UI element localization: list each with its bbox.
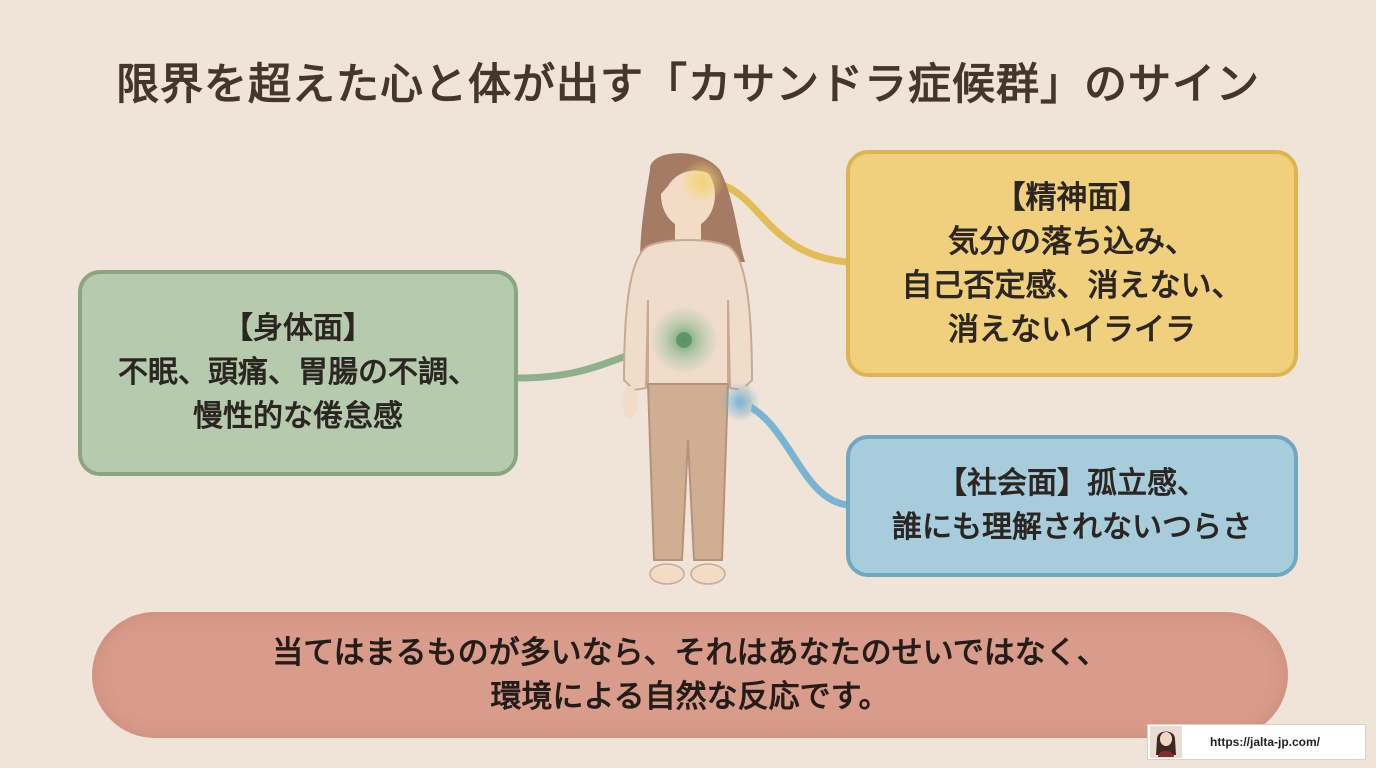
banner-line-1: 当てはまるものが多いなら、それはあなたのせいではなく、 bbox=[272, 635, 1108, 671]
physical-aspect-box: 【身体面】 不眠、頭痛、胃腸の不調、 慢性的な倦怠感 bbox=[78, 270, 518, 476]
mental-line-3: 消えないイライラ bbox=[948, 311, 1196, 348]
woman-avatar-icon bbox=[1150, 726, 1182, 758]
social-line-1: 【社会面】孤立感、 bbox=[937, 466, 1207, 501]
social-aspect-box: 【社会面】孤立感、 誰にも理解されないつらさ bbox=[846, 435, 1298, 577]
physical-line-2: 慢性的な倦怠感 bbox=[193, 399, 403, 434]
social-line-2: 誰にも理解されないつらさ bbox=[892, 510, 1252, 545]
banner-line-2: 環境による自然な反応です。 bbox=[490, 679, 890, 715]
mental-line-2: 自己否定感、消えない、 bbox=[901, 267, 1243, 304]
physical-line-1: 不眠、頭痛、胃腸の不調、 bbox=[118, 355, 478, 390]
connector-social bbox=[736, 398, 852, 509]
mental-line-1: 気分の落ち込み、 bbox=[948, 223, 1196, 260]
physical-heading: 【身体面】 bbox=[223, 311, 373, 346]
page-title: 限界を超えた心と体が出す「カサンドラ症候群」のサイン bbox=[116, 60, 1260, 110]
site-url-link[interactable]: https://jalta-jp.com/ bbox=[1210, 735, 1321, 749]
mental-aspect-box: 【精神面】 気分の落ち込み、 自己否定感、消えない、 消えないイライラ bbox=[846, 150, 1298, 377]
conclusion-banner: 当てはまるものが多いなら、それはあなたのせいではなく、 環境による自然な反応です… bbox=[92, 612, 1288, 738]
site-credit[interactable]: https://jalta-jp.com/ bbox=[1147, 724, 1366, 760]
mental-heading: 【精神面】 bbox=[994, 179, 1150, 216]
